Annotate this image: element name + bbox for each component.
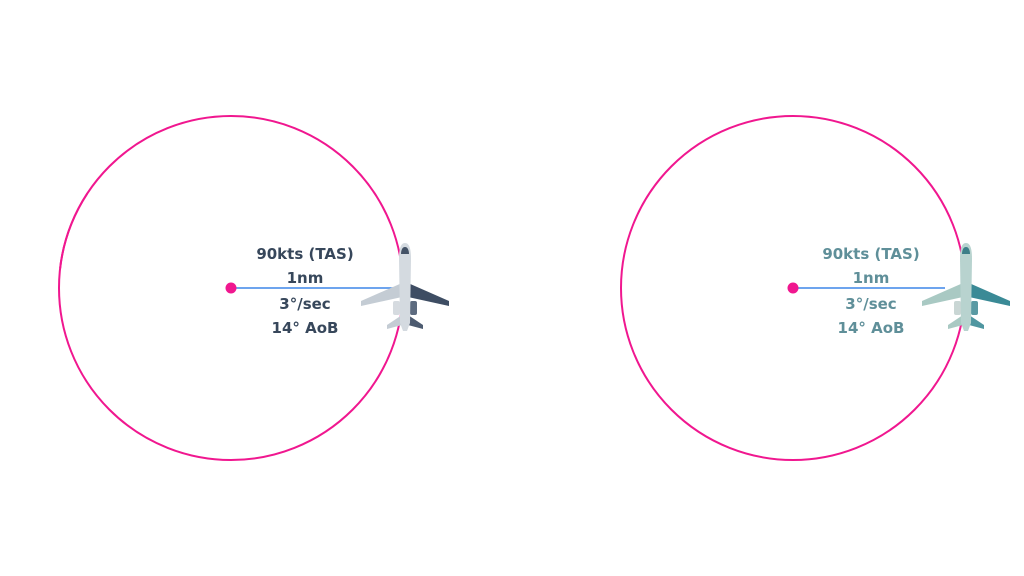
center-point: [225, 282, 237, 294]
airplane-icon: [922, 243, 1010, 331]
rate-label: 3°/sec: [845, 295, 897, 313]
radius-label: 1nm: [852, 269, 890, 287]
bank-label: 14° AoB: [271, 319, 339, 337]
airplane-icon: [361, 243, 449, 331]
turn-circle-left: [58, 115, 449, 461]
rate-label: 3°/sec: [279, 295, 331, 313]
bank-label: 14° AoB: [837, 319, 905, 337]
center-point: [787, 282, 799, 294]
radius-label: 1nm: [286, 269, 324, 287]
turn-circle-right: [620, 115, 1010, 461]
speed-label: 90kts (TAS): [822, 245, 920, 263]
speed-label: 90kts (TAS): [256, 245, 354, 263]
